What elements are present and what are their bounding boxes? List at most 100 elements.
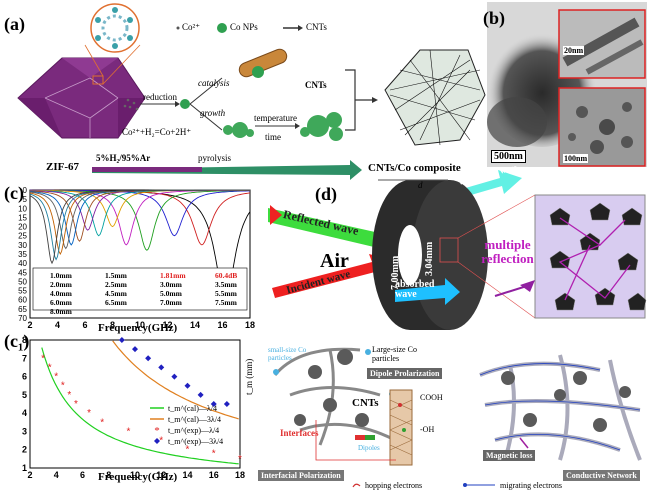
pyrolysis-arrow [92,160,362,180]
legend-entry: 6.5mm [105,298,128,307]
x-tick-label: 12 [156,470,166,480]
large-co-label: Large-size Co particles [372,345,417,363]
legend-entry: 3.0mm [160,280,183,289]
legend-entry: 1.5mm [105,271,128,280]
exp-quarter-point: * [186,445,190,456]
time-label: time [265,132,281,142]
legend-entry: 3.5mm [215,280,238,289]
y-tick-label: 30 [18,241,27,250]
exp-three-quarter-point [118,337,125,343]
exp-quarter-point: * [159,436,163,447]
cnts-text: CNTs [352,397,379,409]
scale-main: 500nm [491,150,526,163]
y-tick-label: 20 [18,223,27,232]
legend-symbol [154,438,160,444]
exp-quarter-point: * [67,390,71,401]
legend-entry: 2.5mm [105,280,128,289]
y-tick-label: 8 [22,335,27,345]
exp-quarter-point: * [41,353,45,364]
y-tick-label: 65 [18,305,27,314]
exp-quarter-point: * [48,362,52,373]
exp-quarter-point: * [87,408,91,419]
panel-label-c1: (c₁) [4,331,30,351]
legend-entry: t_m^(cal)—λ/4 [168,404,217,413]
scale-top: 20nm [563,46,585,55]
chart-c-xlabel: Frequency(GHz) [98,322,178,334]
y-tick-label: 45 [18,268,27,277]
y-tick-label: 10 [18,204,27,213]
conps-dot-icon [217,23,227,33]
panel-label-b: (b) [483,8,505,28]
panel-label-c: (c) [4,183,24,203]
growth-label: growth [200,108,226,118]
dipole-badge: Dipole Prolarization [367,368,443,379]
panel-label-d: (d) [315,184,337,204]
np-cluster [223,122,254,138]
exp-quarter-point: * [100,417,104,428]
cnt-bundle-icon [238,48,288,78]
y-tick-label: 70 [18,314,27,323]
y-tick-label: 40 [18,259,27,268]
x-tick-label: 6 [82,320,87,330]
y-tick-label: 2 [22,445,27,455]
legend-entry: 4.5mm [105,289,128,298]
reduction-label: reduction [143,92,177,102]
y-tick-label: 60 [18,296,27,305]
exp-three-quarter-point [223,401,230,407]
reflected-arrow [268,208,395,255]
exp-three-quarter-point [184,382,191,389]
tem-image: (b) 500nm 20nm 100nm [483,2,647,167]
legend-entry: 7.5mm [215,298,238,307]
co-np [180,99,190,109]
x-tick-label: 10 [135,320,145,330]
network-spheres [501,371,631,432]
exp-three-quarter-point [171,373,178,380]
conductive-badge: Conductive Network [563,470,640,481]
y-tick-label: 25 [18,232,27,241]
x-tick-label: 2 [27,470,32,480]
co2-dots [123,98,139,111]
hopping-label: hopping electrons [365,481,423,490]
catalysis-label: catalysis [198,78,230,88]
small-co-label: small-size Co particles [268,346,307,362]
product-label: CNTs/Co composite [368,162,461,174]
exp-quarter-point: * [126,426,130,437]
x-tick-label: 6 [80,470,85,480]
legend-entry: 4.0mm [50,289,73,298]
exp-quarter-point: * [54,372,58,383]
absorber-ring [372,179,488,330]
cnt-tubes [273,347,396,446]
legend-symbol: * [154,425,160,437]
air-label: Air [320,250,349,272]
dipoles-label: Dipoles [358,444,380,452]
x-tick-label: 18 [245,320,255,330]
temperature-label: temperature [254,113,297,123]
y-tick-label: 7 [22,353,27,363]
legend-box [32,267,248,311]
incident-arrow [272,254,392,298]
series-line [29,189,250,265]
magnetic-badge: Magnetic loss [483,450,536,461]
legend-conps: Co NPs [230,22,258,32]
d-label: d [418,180,423,190]
panel-label-a: (a) [4,14,25,34]
legend-entry: 6.0mm [50,298,73,307]
legend-entry: 8.0mm [50,307,73,316]
x-tick-label: 12 [162,320,172,330]
absorbed-label: absorbed wave [395,279,435,300]
exp-three-quarter-point [158,364,165,371]
legend-entry: t_m^(cal)—3λ/4 [168,415,221,424]
x-tick-label: 14 [190,320,200,330]
co-spheres [294,349,369,427]
exp-quarter-point: * [238,454,242,465]
interfaces-label: Interfaces [280,428,319,438]
migrating-label: migrating electrons [500,481,562,490]
legend-entry: t_m^(exp)—3λ/4 [168,437,223,446]
cnts-label: CNTs [305,80,327,90]
cnts-co-composite [384,49,486,146]
exp-three-quarter-point [197,391,204,398]
